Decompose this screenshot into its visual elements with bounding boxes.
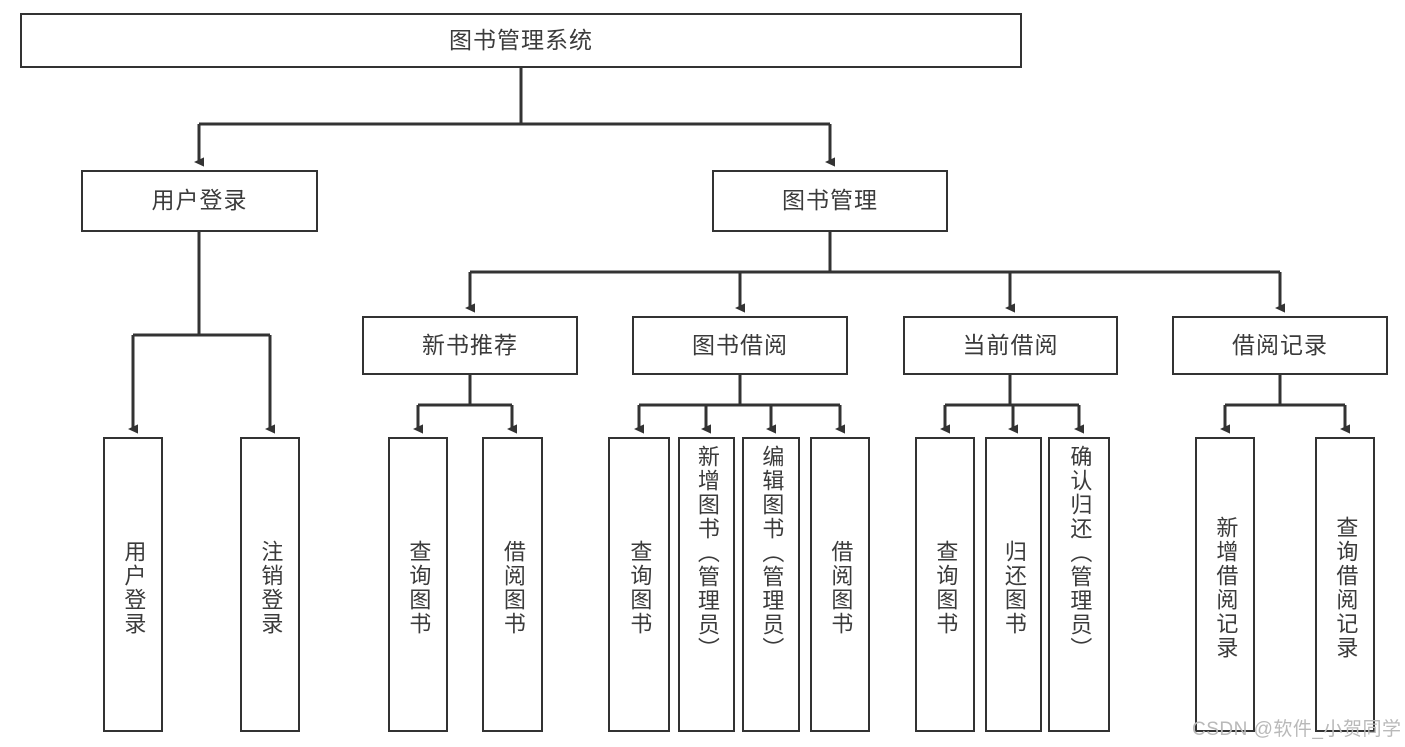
leaf-label: 借阅图书 [500,539,526,636]
leaf-label: 编辑图书（管理员） [759,445,785,661]
leaf-user-login[interactable]: 用户登录 [103,437,163,732]
leaf-confirm-return-admin[interactable]: 确认归还（管理员） [1048,437,1110,732]
leaf-label: 查询图书 [406,539,432,636]
leaf-label: 注销登录 [258,539,284,636]
node-label: 新书推荐 [422,331,518,358]
node-label: 图书管理系统 [449,26,593,53]
node-label: 用户登录 [151,187,248,214]
leaf-label: 查询借阅记录 [1333,515,1359,660]
leaf-query-book-borrow[interactable]: 查询图书 [608,437,670,732]
leaf-label: 新增借阅记录 [1213,515,1239,660]
leaf-query-book-rec[interactable]: 查询图书 [388,437,448,732]
leaf-query-borrow-record[interactable]: 查询借阅记录 [1315,437,1375,732]
leaf-label: 新增图书（管理员） [694,445,720,661]
leaf-query-book-current[interactable]: 查询图书 [915,437,975,732]
node-borrow-record[interactable]: 借阅记录 [1172,316,1388,375]
node-label: 图书借阅 [692,331,788,358]
leaf-add-book-admin[interactable]: 新增图书（管理员） [678,437,735,732]
leaf-borrow-book-rec[interactable]: 借阅图书 [482,437,543,732]
leaf-return-book[interactable]: 归还图书 [985,437,1042,732]
leaf-label: 查询图书 [627,539,653,636]
leaf-label: 确认归还（管理员） [1067,445,1093,661]
node-current-borrow[interactable]: 当前借阅 [903,316,1118,375]
leaf-lend-book[interactable]: 借阅图书 [810,437,870,732]
leaf-label: 归还图书 [1001,539,1027,636]
node-new-book-recommend[interactable]: 新书推荐 [362,316,578,375]
leaf-edit-book-admin[interactable]: 编辑图书（管理员） [742,437,800,732]
node-user-login[interactable]: 用户登录 [81,170,318,232]
node-label: 图书管理 [782,187,878,214]
leaf-label: 查询图书 [933,539,959,636]
leaf-add-borrow-record[interactable]: 新增借阅记录 [1195,437,1255,732]
leaf-logout[interactable]: 注销登录 [240,437,300,732]
node-root-system[interactable]: 图书管理系统 [20,13,1022,68]
leaf-label: 用户登录 [121,539,147,636]
leaf-label: 借阅图书 [828,539,854,636]
node-book-borrow[interactable]: 图书借阅 [632,316,848,375]
node-label: 当前借阅 [962,331,1059,358]
node-label: 借阅记录 [1232,331,1328,358]
node-book-management[interactable]: 图书管理 [712,170,948,232]
